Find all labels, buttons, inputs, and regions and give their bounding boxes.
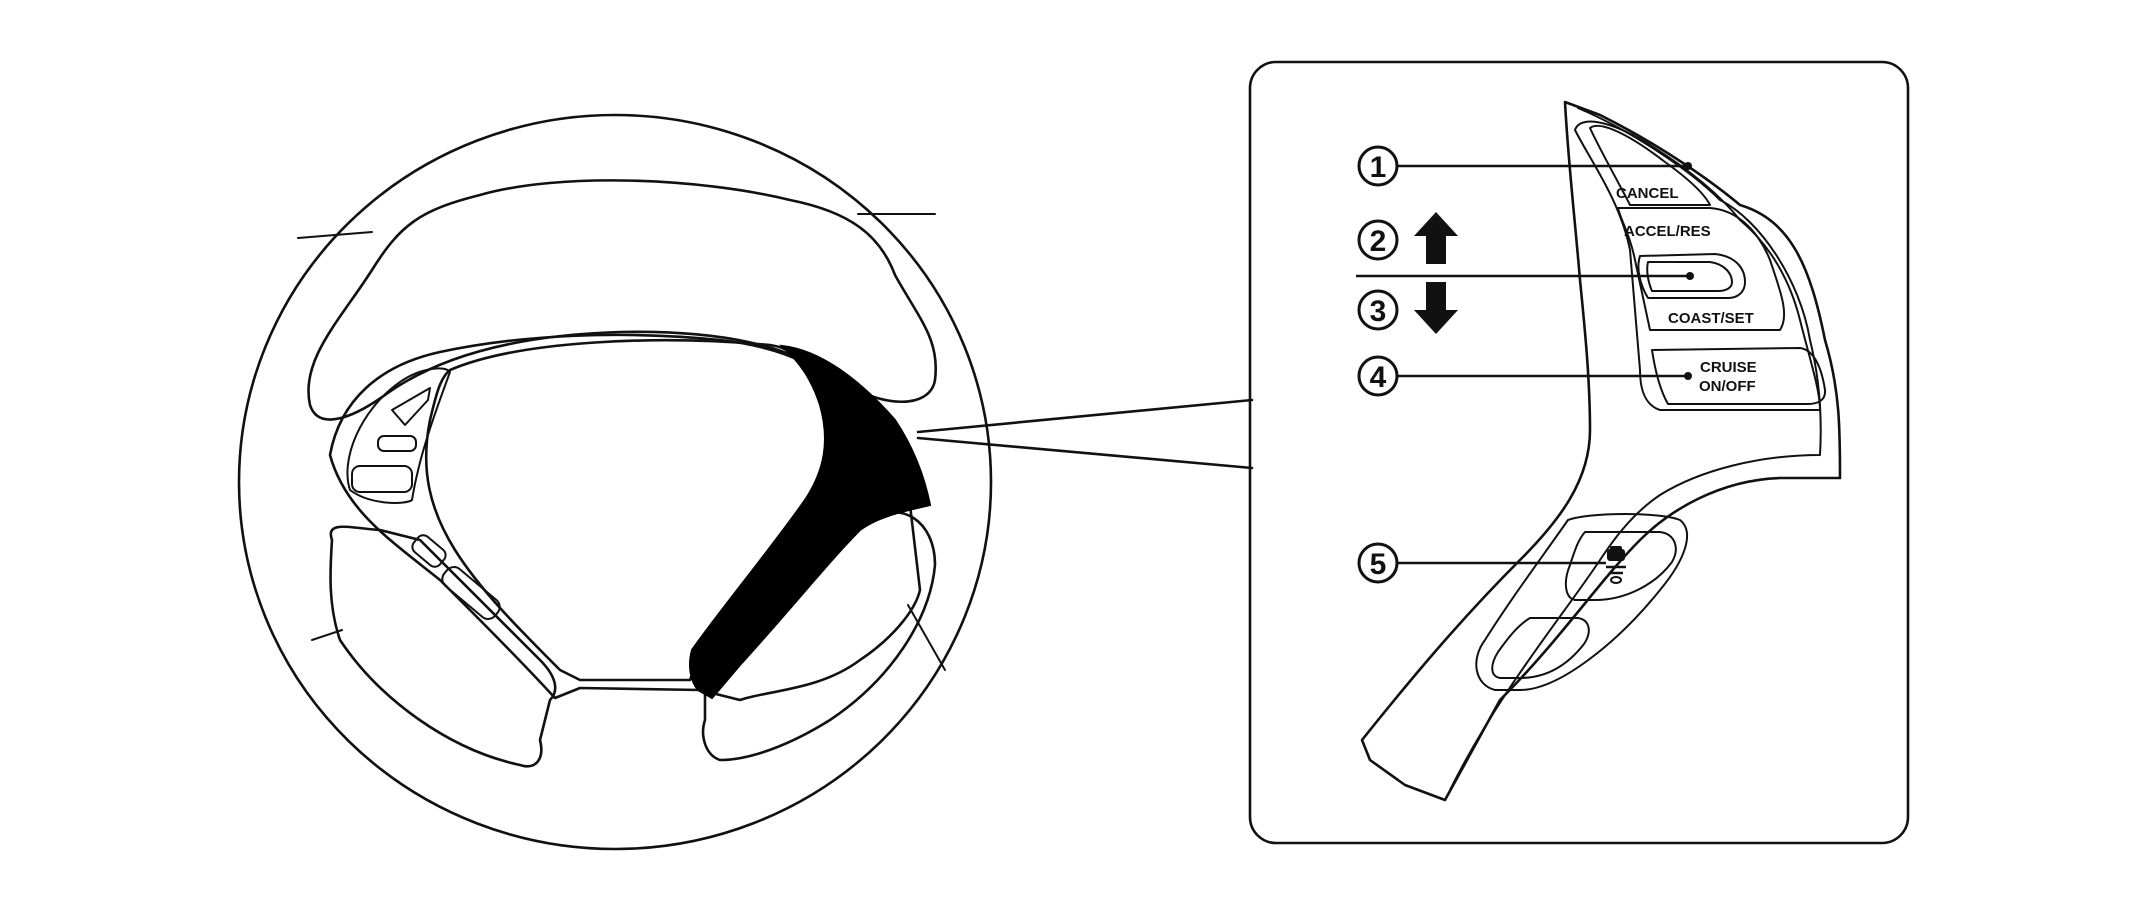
wheel-outer-rim <box>237 113 993 851</box>
left-switch-housing <box>346 367 451 504</box>
arrow-up-icon <box>1414 212 1458 264</box>
rim-seam-left <box>297 231 373 239</box>
rim-seam-lower-left <box>311 629 343 641</box>
zoom-line-upper <box>916 398 1254 434</box>
callout-4-dot <box>1684 372 1692 380</box>
lower-left-spoke-switches[interactable] <box>410 532 504 622</box>
distance-control-icon <box>1606 546 1626 584</box>
cruise-on-off-button[interactable] <box>1651 347 1827 405</box>
callout-1-number: 1 <box>1370 151 1387 184</box>
zoom-line-lower <box>916 436 1254 470</box>
left-switch-top[interactable] <box>391 387 431 426</box>
left-spoke-switches[interactable] <box>346 367 451 504</box>
lower-switch-housing <box>1475 513 1689 691</box>
callout-2-number: 2 <box>1370 225 1387 258</box>
callout-1: 1 <box>1357 145 1692 187</box>
lower-left-switch-b[interactable] <box>439 563 504 622</box>
cruise-switch-housing <box>1574 120 1821 411</box>
cruise-label-line1: CRUISE <box>1700 359 1757 376</box>
wheel-lower-left-grip <box>329 525 557 768</box>
callout-5-number: 5 <box>1370 548 1387 581</box>
lower-blank-button[interactable] <box>1491 617 1590 679</box>
callout-3-circle <box>1357 289 1399 331</box>
callout-3: 3 <box>1357 282 1458 334</box>
callout-4-number: 4 <box>1370 361 1387 394</box>
steering-wheel <box>237 113 993 851</box>
lower-left-switch-a[interactable] <box>410 532 449 569</box>
detail-spoke-inner <box>1577 107 1822 561</box>
callout-3-number: 3 <box>1370 295 1387 328</box>
accel-res-label: ACCEL/RES <box>1624 223 1711 240</box>
accel-coast-rocker-button[interactable] <box>1637 253 1746 299</box>
detail-spoke-lower <box>1449 559 1601 791</box>
distance-control-button[interactable] <box>1564 531 1677 601</box>
callout-2-circle <box>1357 219 1399 261</box>
accel-coast-rocker-inner <box>1646 261 1733 292</box>
rim-seam-lower-right <box>907 604 946 671</box>
accel-coast-rocker-housing <box>1617 207 1786 331</box>
callout-5: 5 <box>1357 542 1606 584</box>
cruise-label-line2: ON/OFF <box>1699 378 1756 395</box>
detail-spoke-outline <box>1360 100 1842 802</box>
cancel-button-label: CANCEL <box>1616 185 1679 202</box>
callout-4: 4 <box>1357 355 1692 397</box>
inset-frame <box>1248 60 1910 845</box>
left-switch-bottom[interactable] <box>351 465 413 493</box>
highlighted-spoke[interactable] <box>689 344 932 700</box>
coast-set-label: COAST/SET <box>1668 310 1754 327</box>
callout-2: 2 <box>1357 212 1458 264</box>
accel-coast-pointer-dot <box>1686 272 1694 280</box>
switch-detail-inset: CANCEL ACCEL/RES COAST/SET CRUISE ON/OFF… <box>1248 60 1910 845</box>
arrow-down-icon <box>1414 282 1458 334</box>
callout-1-dot <box>1684 162 1692 170</box>
wheel-upper-grip <box>307 179 938 421</box>
left-switch-middle[interactable] <box>377 435 417 452</box>
